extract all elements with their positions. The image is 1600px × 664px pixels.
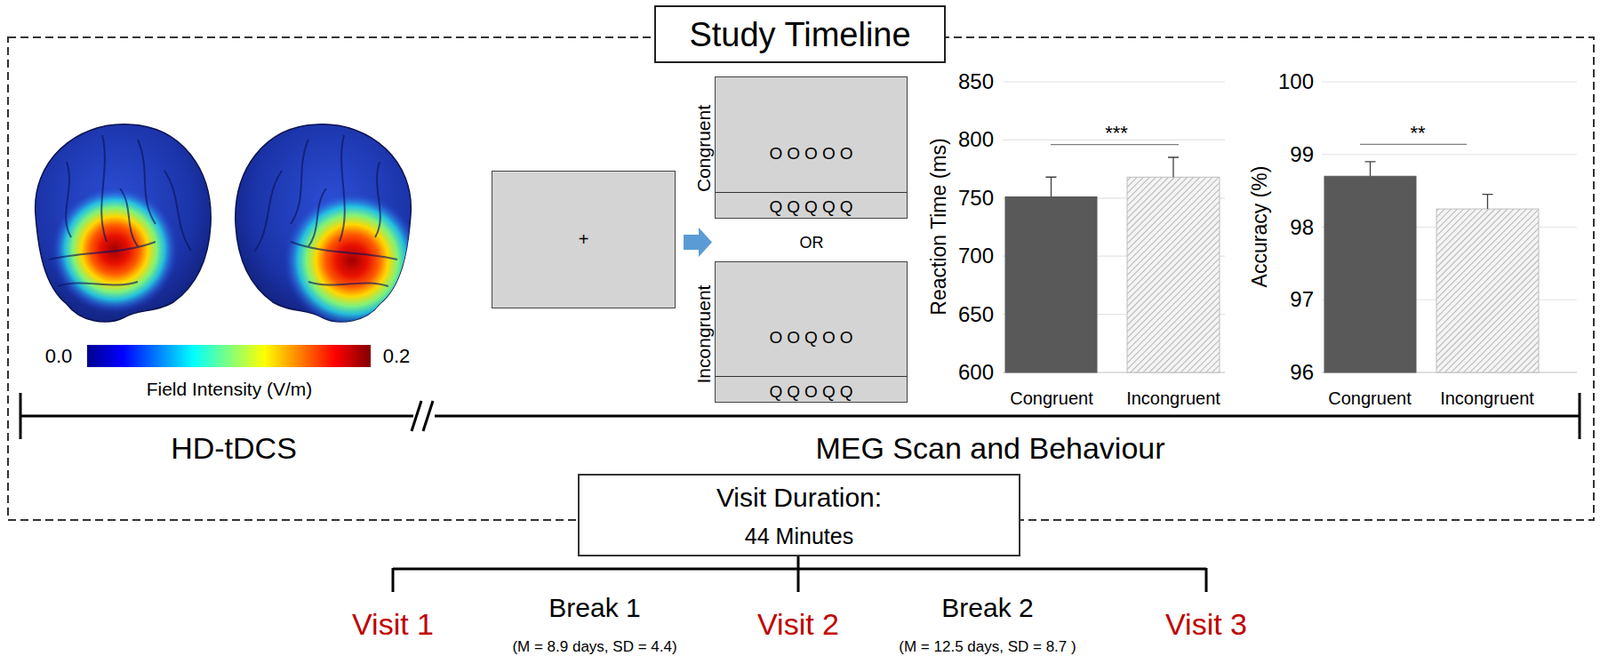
visit-label: Visit 2 (757, 608, 840, 640)
break-label: Break 2 (941, 594, 1033, 622)
axis-tick: 98 (1289, 216, 1314, 239)
timeline-tick (1578, 392, 1582, 440)
axis-tick: 96 (1289, 361, 1314, 384)
title-box: Study Timeline (654, 5, 946, 64)
category-label: Congruent (1328, 389, 1411, 408)
target-letters: OOOOO (765, 144, 858, 162)
bar (1005, 196, 1097, 373)
phase-label: MEG Scan and Behaviour (815, 432, 1165, 464)
axis-tick: 600 (958, 361, 994, 384)
error-bar (1482, 194, 1494, 209)
timeline-axis (20, 415, 1580, 418)
error-bar (1168, 157, 1179, 177)
block-arrow (683, 227, 712, 257)
field-hotspot (282, 191, 422, 330)
brain-sulci (48, 135, 192, 287)
significance-line (1050, 144, 1179, 145)
gridline (1321, 80, 1577, 82)
brain-model (35, 124, 212, 322)
brain-sulci (255, 135, 398, 287)
axis-tick: 99 (1289, 144, 1314, 166)
axis-tick: 750 (958, 187, 994, 209)
dashed-frame (8, 37, 1594, 520)
bar (1436, 208, 1539, 373)
bar-chart (1321, 81, 1577, 373)
brain-model (235, 124, 422, 330)
gridline (1321, 153, 1577, 155)
phase-label: HD-tDCS (170, 432, 297, 464)
scale-title: Field Intensity (V/m) (146, 379, 313, 399)
axis-title: Reaction Time (ms) (928, 137, 950, 315)
duration-box: Visit Duration: 44 Minutes (577, 473, 1021, 557)
bar-charts (1002, 81, 1577, 373)
divider-line (715, 376, 907, 377)
fixation-screen: + (491, 170, 676, 309)
or-label: OR (800, 234, 824, 251)
colorbar (87, 344, 371, 368)
axis-tick: 700 (958, 245, 994, 267)
axis-tick: 100 (1278, 71, 1314, 93)
axis-tick: 800 (958, 128, 994, 151)
scale-value: 0.0 (45, 346, 73, 367)
stimulus-screen: IncongruentOOQOOQQOQQ (714, 261, 908, 403)
axis-tick: 650 (958, 304, 994, 326)
condition-label: Congruent (694, 104, 713, 192)
break-stats: (M = 12.5 days, SD = 8.7 ) (898, 639, 1076, 655)
bar-chart (1002, 81, 1225, 373)
break-label: Break 1 (548, 594, 640, 622)
category-label: Congruent (1009, 389, 1093, 408)
fixation-cross: + (578, 230, 590, 248)
target-letters: OOQOO (765, 328, 858, 346)
stimulus-screen: CongruentOOOOOQQQQQ (714, 76, 908, 219)
significance-mark: ** (1409, 123, 1425, 144)
category-label: Incongruent (1440, 389, 1535, 408)
response-letters: QQOQQ (765, 383, 858, 400)
timeline-tick (19, 392, 23, 440)
visit-label: Visit 1 (352, 608, 434, 640)
field-hotspot (50, 185, 179, 314)
divider-line (715, 192, 907, 193)
condition-label: Incongruent (694, 285, 713, 384)
title-text: Study Timeline (688, 17, 911, 52)
duration-value: 44 Minutes (744, 525, 854, 548)
significance-line (1360, 144, 1467, 145)
significance-mark: *** (1104, 123, 1128, 144)
visit-label: Visit 3 (1165, 608, 1248, 640)
response-letters: QQQQQ (765, 198, 858, 216)
visit-bracket (392, 556, 1207, 592)
axis-title: Accuracy (%) (1249, 166, 1271, 288)
bar (1324, 176, 1416, 373)
category-label: Incongruent (1126, 389, 1221, 408)
axis-tick: 97 (1289, 288, 1314, 311)
error-bar (1046, 176, 1057, 197)
break-stats: (M = 8.9 days, SD = 4.4) (512, 639, 677, 655)
axis-tick: 850 (958, 71, 994, 93)
brain-surface (35, 124, 212, 322)
error-bar (1365, 161, 1376, 176)
break-mark (423, 400, 433, 432)
break-mark (411, 400, 422, 432)
bar (1127, 176, 1220, 373)
scale-value: 0.2 (383, 346, 411, 367)
box-heading: Visit Duration: (716, 484, 882, 512)
gridline (1002, 80, 1225, 82)
